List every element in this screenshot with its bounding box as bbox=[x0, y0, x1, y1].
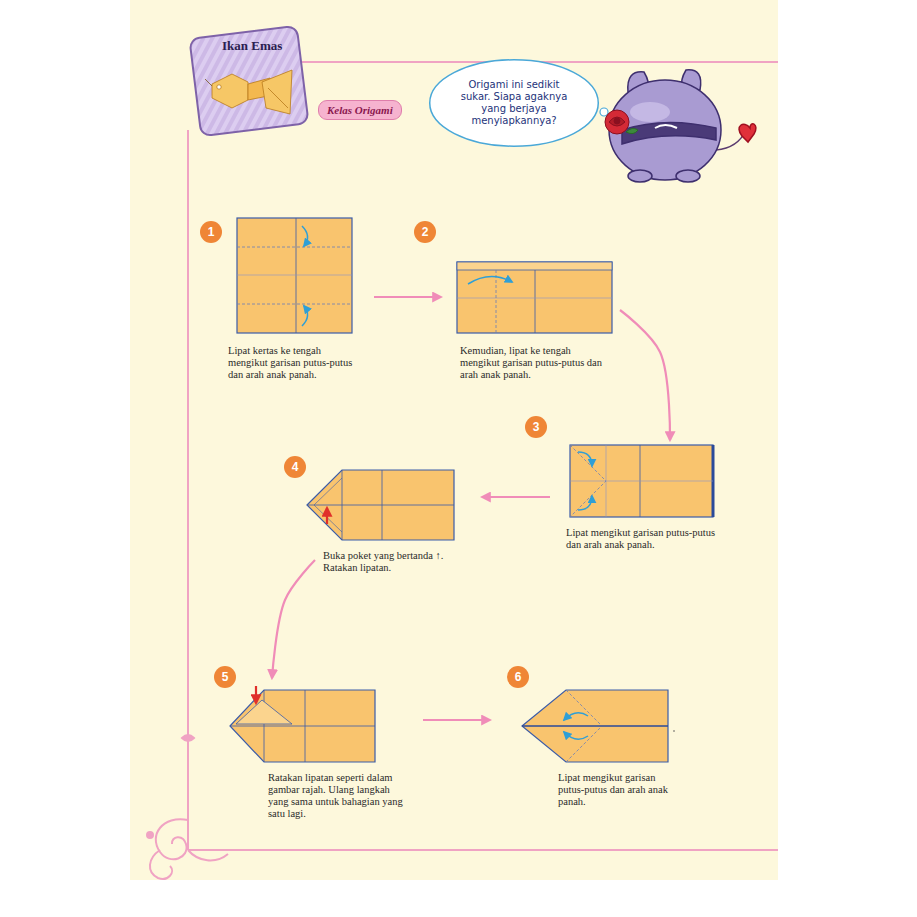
step-6-diagram bbox=[522, 690, 668, 762]
stray-dot bbox=[673, 730, 675, 732]
step-arrow bbox=[374, 296, 441, 298]
step-number: 3 bbox=[525, 416, 547, 438]
step-caption: Lipat kertas ke tengah mengikut garisan … bbox=[228, 345, 356, 381]
step-caption: Lipat mengikut garisan putus-putus dan a… bbox=[558, 772, 680, 808]
step-arrow bbox=[423, 719, 490, 721]
title-badge bbox=[189, 26, 308, 136]
mascot-monster bbox=[605, 70, 756, 182]
step-5-diagram bbox=[230, 686, 375, 762]
step-2-diagram bbox=[457, 262, 612, 333]
step-number: 6 bbox=[507, 666, 529, 688]
diagram-title: Ikan Emas bbox=[222, 38, 282, 54]
step-3-diagram bbox=[570, 445, 713, 517]
step-box: 4Buka poket yang bertanda ↑. Ratakan lip… bbox=[307, 470, 454, 540]
step-number: 2 bbox=[414, 221, 436, 243]
step-box: 6Lipat mengikut garisan putus-putus dan … bbox=[522, 690, 668, 762]
step-arrow bbox=[272, 560, 315, 678]
tag-label: Kelas Origami bbox=[327, 104, 393, 116]
step-box: 2Kemudian, lipat ke tengah mengikut gari… bbox=[457, 262, 612, 333]
speech-bubble: Origami ini sedikit sukar. Siapa agaknya… bbox=[428, 58, 600, 148]
step-arrow bbox=[620, 310, 670, 440]
step-box: 5Ratakan lipatan seperti dalam gambar ra… bbox=[230, 690, 375, 762]
step-box: 1Lipat kertas ke tengah mengikut garisan… bbox=[237, 218, 352, 333]
step-caption: Ratakan lipatan seperti dalam gambar raj… bbox=[268, 772, 408, 820]
page-frame bbox=[147, 62, 778, 879]
step-1-diagram bbox=[237, 218, 352, 333]
step-number: 5 bbox=[214, 666, 236, 688]
step-4-diagram bbox=[307, 470, 454, 540]
step-caption: Buka poket yang bertanda ↑. Ratakan lipa… bbox=[323, 550, 461, 574]
step-caption: Lipat mengikut garisan putus-putus dan a… bbox=[566, 527, 716, 551]
step-number: 1 bbox=[200, 221, 222, 243]
section-tag: Kelas Origami bbox=[318, 100, 402, 120]
step-box: 3Lipat mengikut garisan putus-putus dan … bbox=[570, 445, 713, 517]
speech-text: Origami ini sedikit sukar. Siapa agaknya… bbox=[455, 79, 573, 127]
step-number: 4 bbox=[284, 456, 306, 478]
page-ground bbox=[130, 0, 778, 880]
step-caption: Kemudian, lipat ke tengah mengikut garis… bbox=[460, 345, 612, 381]
bubble-ellipse bbox=[430, 60, 599, 146]
step-arrow bbox=[482, 496, 550, 498]
